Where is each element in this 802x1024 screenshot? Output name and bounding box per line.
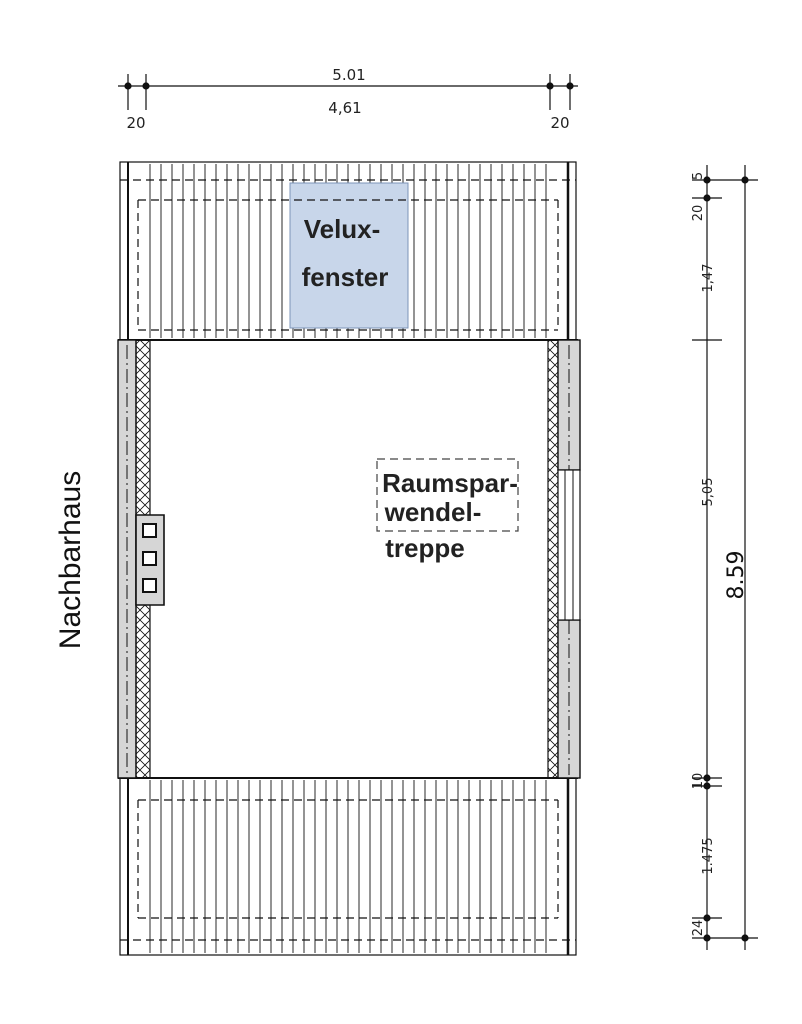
dim-seg-24: 24 bbox=[691, 920, 706, 937]
top-right-wall-dimension: 20 bbox=[550, 114, 569, 132]
stair-label-line3: treppe bbox=[385, 533, 464, 563]
top-dimension bbox=[118, 74, 578, 110]
window-opening bbox=[557, 469, 581, 621]
dim-seg-147: 1,47 bbox=[701, 264, 716, 293]
right-insulation bbox=[547, 339, 559, 779]
top-total-dimension: 5.01 bbox=[332, 66, 365, 84]
top-inner-dimension: 4,61 bbox=[328, 99, 361, 117]
skylight-label-line2: fenster bbox=[302, 262, 389, 292]
spiral-stair bbox=[376, 458, 519, 532]
stair-label-line1: Raumspar- bbox=[382, 468, 518, 498]
top-left-wall-dimension: 20 bbox=[126, 114, 145, 132]
roof-bottom bbox=[119, 777, 577, 956]
dim-seg-20: 20 bbox=[691, 205, 706, 222]
skylight bbox=[289, 182, 409, 329]
dim-seg-505: 5,05 bbox=[701, 478, 716, 507]
dim-seg-1475: 1.475 bbox=[701, 837, 716, 874]
right-dimension bbox=[692, 165, 758, 950]
room-middle bbox=[117, 339, 581, 779]
dim-seg-5: 5 bbox=[691, 172, 706, 180]
stair-label-line2: wendel- bbox=[384, 497, 482, 527]
dim-seg-10: 10 bbox=[691, 773, 706, 790]
rafters-bottom bbox=[149, 780, 547, 953]
neighbor-house-label: Nachbarhaus bbox=[54, 471, 87, 649]
dim-total-859: 8.59 bbox=[724, 551, 749, 600]
skylight-label-line1: Velux- bbox=[304, 214, 381, 244]
roof-top bbox=[119, 161, 577, 341]
